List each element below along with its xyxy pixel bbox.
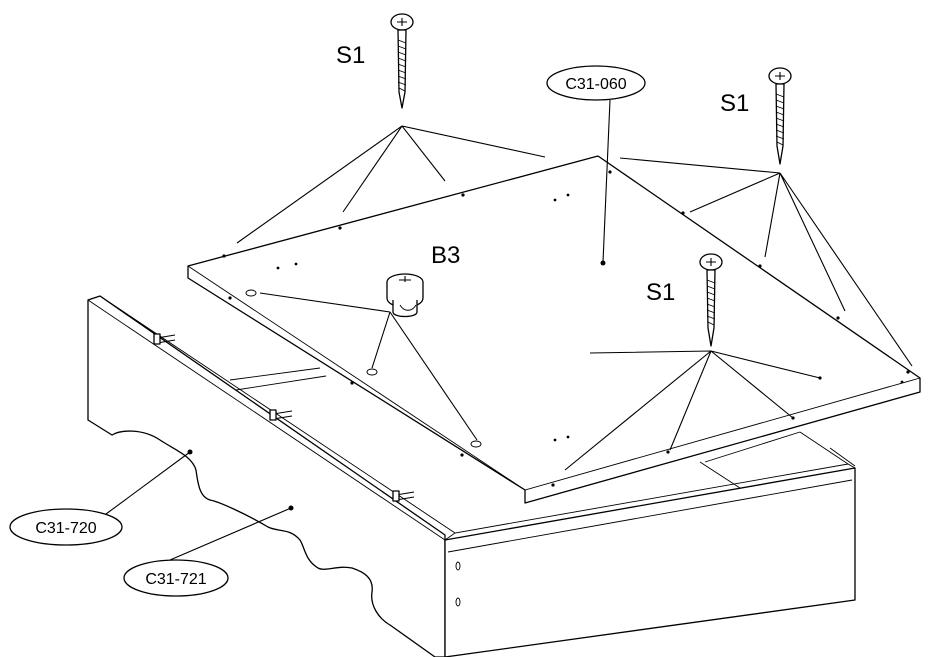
callout-top-panel: C31-060 <box>546 65 646 266</box>
screw-s1-top-right <box>768 67 792 165</box>
cam-lock-icon <box>386 273 424 318</box>
screw-s1-top-left <box>390 13 414 109</box>
label-b3: B3 <box>431 242 460 269</box>
callout-label-c31-721: C31-721 <box>145 571 206 588</box>
screw-s1-middle <box>699 253 723 347</box>
screw-icon <box>768 67 792 165</box>
panel-holes <box>222 170 910 487</box>
label-s1-middle: S1 <box>646 279 675 306</box>
label-s1-top-left: S1 <box>336 42 365 69</box>
leader-lines <box>236 125 913 471</box>
cam-lock-b3 <box>386 273 424 318</box>
label-s1-top-right: S1 <box>720 90 749 117</box>
drawer-side-panel <box>444 467 856 657</box>
screw-icon <box>699 253 723 347</box>
callout-back-panel: C31-721 <box>123 505 294 597</box>
callout-label-c31-060: C31-060 <box>565 76 626 93</box>
top-panel <box>187 155 921 504</box>
drawer-back-panel <box>699 431 856 489</box>
drawer-box <box>87 295 856 657</box>
dowel-pins <box>153 333 415 502</box>
drawer-front-panel <box>87 295 446 657</box>
screw-icon <box>390 13 414 109</box>
callout-label-c31-720: C31-720 <box>35 520 96 537</box>
callout-front-panel: C31-720 <box>9 449 193 546</box>
